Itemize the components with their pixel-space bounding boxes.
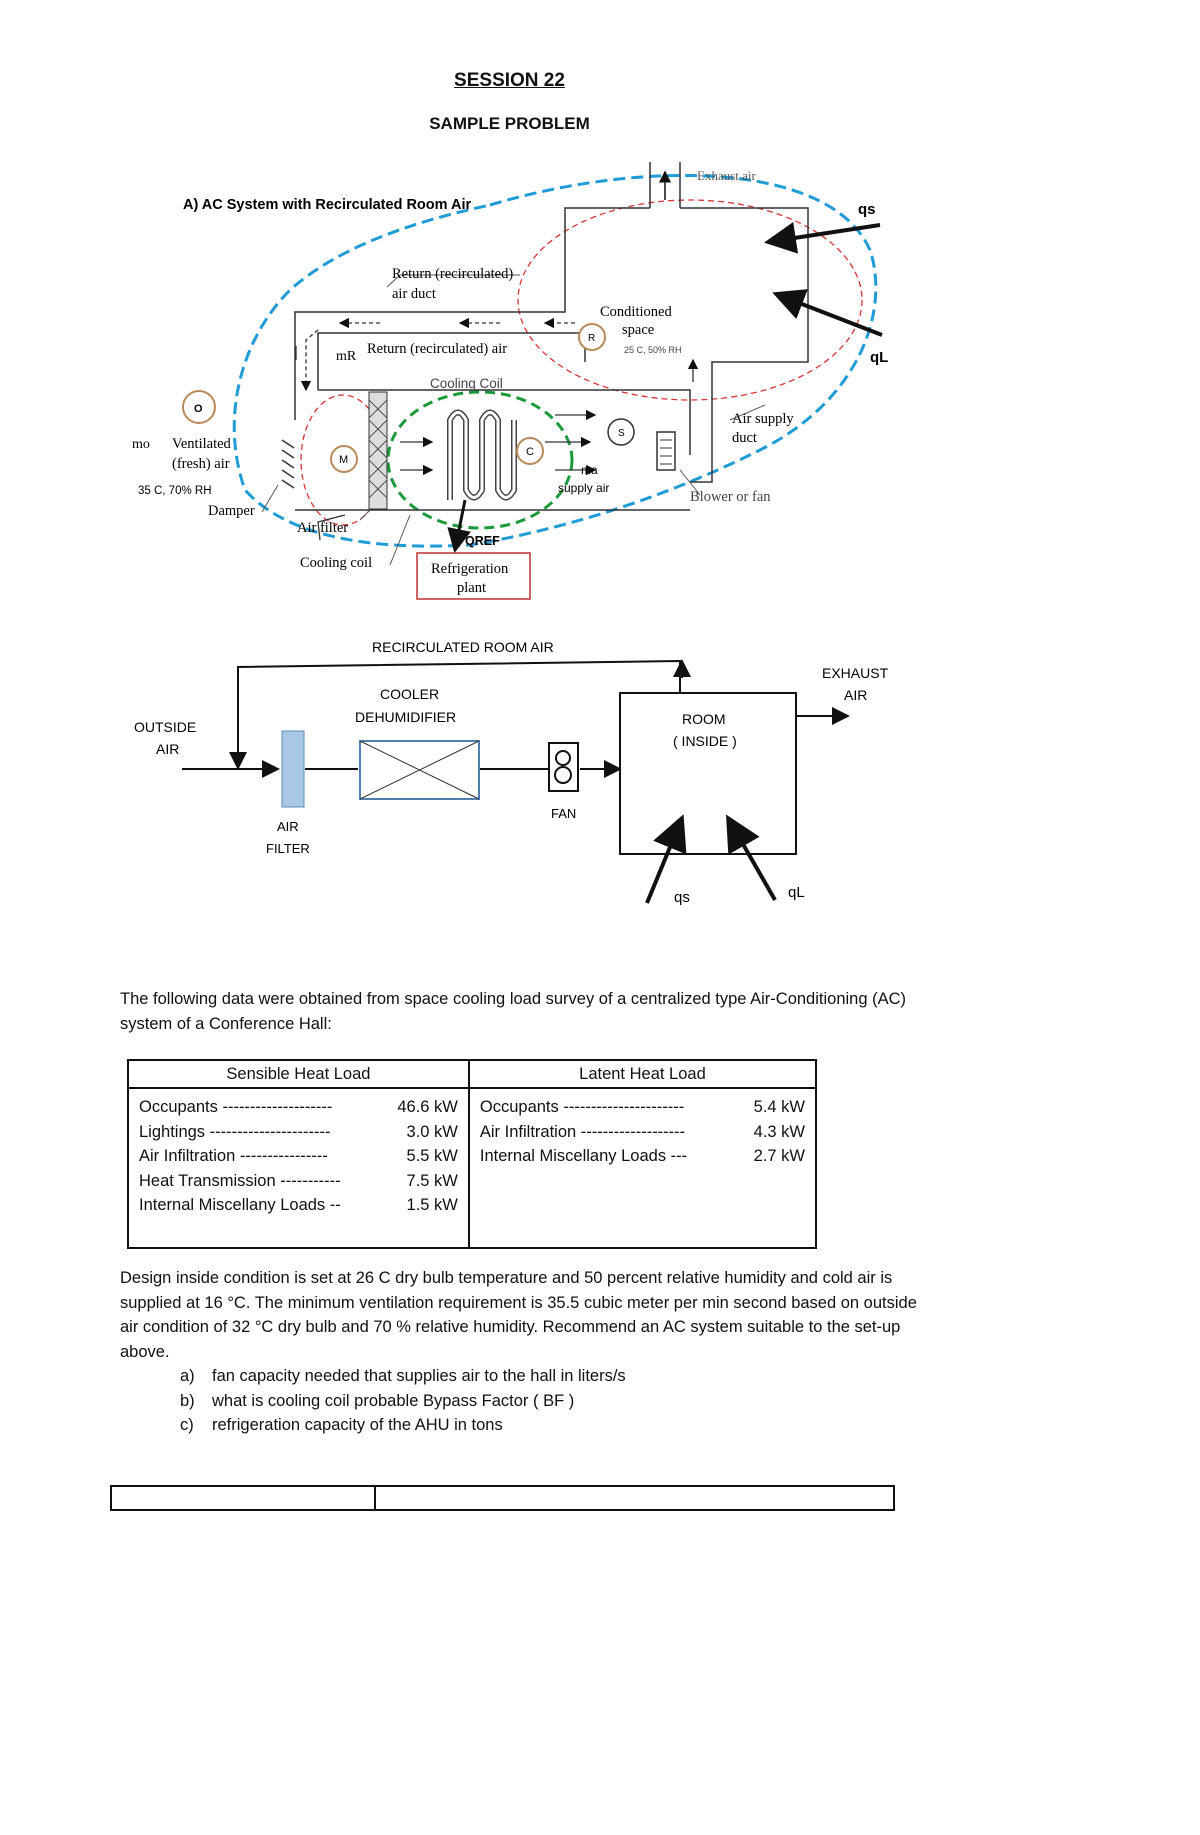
- qref-label: QREF: [465, 534, 500, 548]
- heat-load-table: Sensible Heat Load Latent Heat Load Occu…: [127, 1059, 818, 1249]
- ventilated-label-1: Ventilated: [172, 436, 232, 452]
- problem-title: SAMPLE PROBLEM: [429, 114, 590, 133]
- mr-label: mR: [336, 349, 357, 364]
- question-list: a)fan capacity needed that supplies air …: [180, 1364, 626, 1438]
- ventilated-label-2: (fresh) air: [172, 456, 230, 472]
- qs-arrow: [764, 221, 881, 254]
- qs-label: qs: [858, 201, 876, 218]
- qs-arrow-b: [645, 814, 687, 904]
- control-volume-boundary: [232, 173, 878, 548]
- coil-control-volume: [386, 390, 574, 530]
- mo-label: mo: [132, 437, 150, 452]
- sensible-row-transmission: Heat Transmission -----------7.5 kW: [139, 1171, 458, 1190]
- session-title: SESSION 22: [454, 70, 565, 91]
- space-control-volume: [517, 199, 863, 401]
- refrigeration-plant: [416, 552, 531, 600]
- ac-system-schematic: A) AC System with Recirculated Room Air …: [132, 162, 888, 600]
- cooling-coil-top-label: Cooling Coil: [430, 376, 503, 391]
- s-label: S: [618, 428, 625, 439]
- air-filter-label: Air filter: [297, 520, 348, 536]
- conditioned-space-label-2: space: [622, 322, 654, 338]
- block-diagram: RECIRCULATED ROOM AIR OUTSIDE AIR COOLER…: [134, 639, 889, 906]
- cooler-label-1: COOLER: [380, 686, 439, 702]
- supply-air-label: supply air: [558, 481, 609, 495]
- sensible-cell: Occupants --------------------46.6 kW Li…: [127, 1087, 470, 1249]
- station-s: [607, 418, 635, 446]
- station-m: [330, 445, 358, 473]
- outside-air-label-2: AIR: [156, 741, 179, 757]
- c-label: C: [526, 446, 534, 458]
- o-label: O: [194, 403, 203, 415]
- latent-row-infiltration: Air Infiltration -------------------4.3 …: [479, 1122, 805, 1141]
- outside-condition-label: 35 C, 70% RH: [138, 485, 212, 497]
- footer-cell-left: [110, 1485, 376, 1511]
- question-item: b)what is cooling coil probable Bypass F…: [180, 1391, 575, 1410]
- exhaust-label-2: AIR: [844, 687, 867, 703]
- cooler-label-2: DEHUMIDIFIER: [355, 709, 456, 725]
- footer-cell-right: [374, 1485, 895, 1511]
- blower-label: Blower or fan: [690, 489, 771, 505]
- conditioned-space-label-1: Conditioned: [600, 304, 672, 320]
- ma-label: ma: [581, 463, 598, 477]
- sensible-row-lightings: Lightings ----------------------3.0 kW: [139, 1122, 458, 1141]
- return-duct-label-2: air duct: [392, 286, 436, 302]
- sensible-row-infiltration: Air Infiltration ----------------5.5 kW: [139, 1147, 458, 1165]
- refrigeration-plant-label-2: plant: [457, 580, 486, 596]
- blower-fan: [656, 431, 676, 471]
- damper-label: Damper: [208, 503, 255, 519]
- sensible-row-misc: Internal Miscellany Loads --1.5 kW: [139, 1196, 458, 1214]
- exhaust-label-1: EXHAUST: [822, 665, 889, 681]
- room-label-1: ROOM: [682, 711, 726, 727]
- m-label: M: [339, 454, 348, 466]
- station-o: [182, 390, 216, 424]
- return-duct-label-1: Return (recirculated): [392, 266, 513, 282]
- outside-air-label-1: OUTSIDE: [134, 719, 196, 735]
- refrigeration-plant-label-1: Refrigeration: [431, 561, 509, 577]
- design-paragraph: Design inside condition is set at 26 C d…: [120, 1269, 917, 1361]
- station-r: [578, 323, 606, 351]
- intro-paragraph: The following data were obtained from sp…: [120, 990, 907, 1033]
- air-filter-mesh: [368, 391, 388, 510]
- ql-label-b: qL: [788, 884, 805, 901]
- question-item: a)fan capacity needed that supplies air …: [180, 1367, 626, 1385]
- latent-header: Latent Heat Load: [467, 1059, 818, 1089]
- recirculated-label: RECIRCULATED ROOM AIR: [372, 639, 554, 655]
- air-filter-label-2: FILTER: [266, 841, 310, 856]
- qs-label-b: qs: [674, 889, 690, 906]
- room-block: [619, 692, 797, 855]
- air-supply-duct-label-1: Air supply: [732, 411, 794, 427]
- latent-row-misc: Internal Miscellany Loads ---2.7 kW: [479, 1147, 805, 1165]
- r-label: R: [588, 333, 595, 344]
- ql-label: qL: [870, 349, 888, 366]
- station-c: [516, 437, 544, 465]
- room-label-2: ( INSIDE ): [673, 733, 737, 749]
- space-condition-label: 25 C, 50% RH: [624, 345, 682, 355]
- sensible-header: Sensible Heat Load: [127, 1059, 470, 1089]
- fan-label: FAN: [551, 806, 576, 821]
- cooling-coil-bottom-label: Cooling coil: [300, 555, 372, 571]
- return-air-label: Return (recirculated) air: [367, 341, 507, 357]
- footer-table: [110, 1485, 895, 1511]
- figure-a-heading: A) AC System with Recirculated Room Air: [183, 197, 472, 213]
- qref-arrow: [447, 499, 471, 553]
- latent-cell: Occupants ----------------------5.4 kW A…: [467, 1087, 818, 1249]
- latent-row-occupants: Occupants ----------------------5.4 kW: [479, 1098, 805, 1116]
- ql-arrow-b: [726, 814, 777, 901]
- air-filter-label-1: AIR: [277, 819, 299, 834]
- air-filter-block: [281, 730, 305, 808]
- exhaust-air-label: Exhaust air: [697, 168, 757, 183]
- air-supply-duct-label-2: duct: [732, 430, 757, 446]
- sensible-row-occupants: Occupants --------------------46.6 kW: [139, 1098, 458, 1116]
- ql-arrow: [772, 289, 883, 337]
- question-item: c)refrigeration capacity of the AHU in t…: [180, 1416, 503, 1434]
